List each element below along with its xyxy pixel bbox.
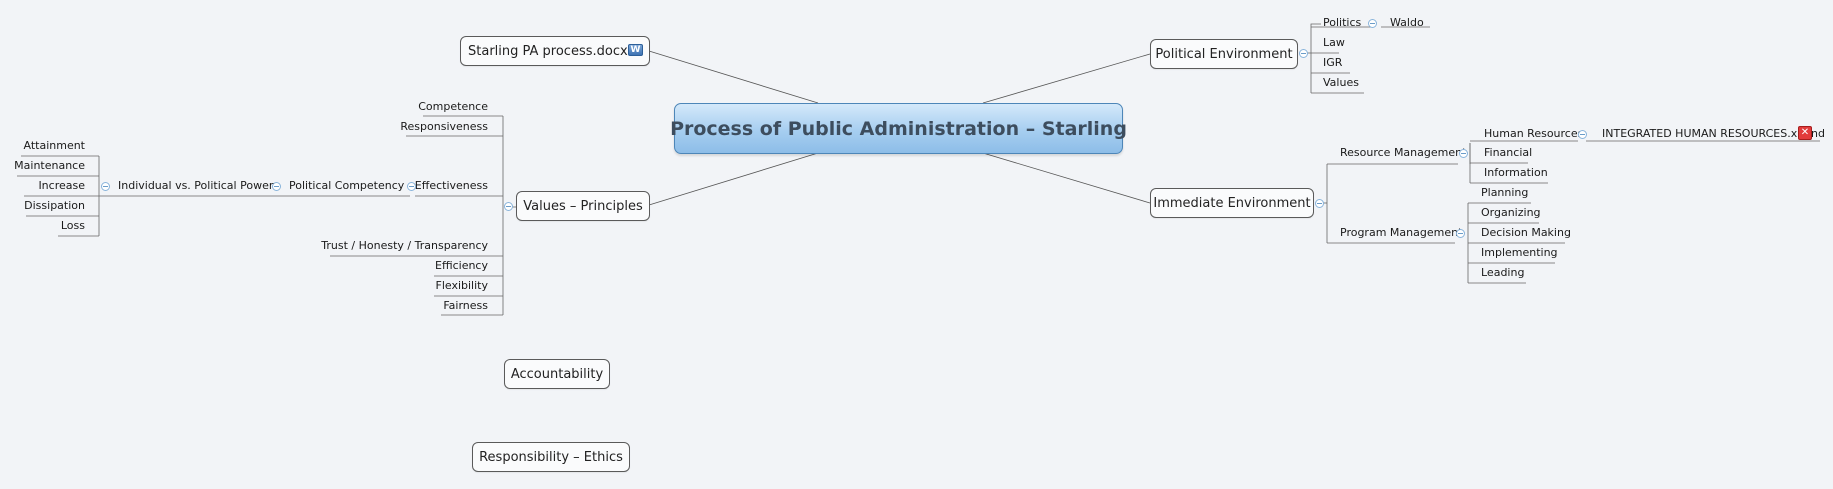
doc-link-label: Starling PA process.docx [468, 43, 628, 59]
topic-loss[interactable]: Loss [60, 219, 85, 232]
collapse-program-management-icon[interactable] [1456, 229, 1465, 238]
values-principles-label: Values – Principles [523, 198, 643, 214]
collapse-politics-icon[interactable] [1368, 19, 1377, 28]
topic-politics[interactable]: Politics [1323, 16, 1362, 29]
topic-values[interactable]: Values [1323, 76, 1359, 89]
immediate-environment-topic[interactable]: Immediate Environment [1150, 188, 1314, 218]
topic-leading[interactable]: Leading [1481, 266, 1525, 279]
topic-dissipation[interactable]: Dissipation [24, 199, 85, 212]
responsibility-ethics-topic[interactable]: Responsibility – Ethics [472, 442, 630, 472]
topic-decision-making[interactable]: Decision Making [1481, 226, 1571, 239]
collapse-human-resources-icon[interactable] [1578, 130, 1587, 139]
topic-effectiveness[interactable]: Effectiveness [414, 179, 488, 192]
topic-flexibility[interactable]: Flexibility [435, 279, 489, 292]
collapse-effectiveness-icon[interactable] [407, 182, 416, 191]
responsibility-ethics-label: Responsibility – Ethics [479, 449, 623, 465]
doc-link-topic[interactable]: Starling PA process.docx [460, 36, 650, 66]
central-topic-title: Process of Public Administration – Starl… [670, 117, 1127, 140]
topic-competence[interactable]: Competence [418, 100, 488, 113]
xmind-file-icon[interactable]: ✕ [1798, 126, 1812, 140]
collapse-political-competency-icon[interactable] [272, 182, 281, 191]
topic-program-management[interactable]: Program Management [1340, 226, 1463, 239]
topic-fairness[interactable]: Fairness [443, 299, 488, 312]
topic-trust[interactable]: Trust / Honesty / Transparency [321, 239, 488, 252]
topic-political-competency[interactable]: Political Competency [289, 179, 405, 192]
topic-human-resources[interactable]: Human Resources [1484, 127, 1584, 140]
topic-law[interactable]: Law [1323, 36, 1345, 49]
topic-waldo[interactable]: Waldo [1390, 16, 1424, 29]
topic-individual-vs-political[interactable]: Individual vs. Political Power [118, 179, 274, 192]
topic-responsiveness[interactable]: Responsiveness [400, 120, 488, 133]
topic-increase[interactable]: Increase [38, 179, 85, 192]
topic-efficiency[interactable]: Efficiency [435, 259, 488, 272]
topic-organizing[interactable]: Organizing [1481, 206, 1541, 219]
accountability-label: Accountability [510, 366, 604, 382]
collapse-resource-management-icon[interactable] [1459, 149, 1468, 158]
topic-implementing[interactable]: Implementing [1481, 246, 1558, 259]
topic-planning[interactable]: Planning [1481, 186, 1529, 199]
central-topic[interactable]: Process of Public Administration – Starl… [670, 103, 1127, 154]
word-document-icon[interactable]: W [628, 44, 643, 56]
collapse-individual-vs-political-icon[interactable] [101, 182, 110, 191]
collapse-immediate-icon[interactable] [1315, 199, 1324, 208]
topic-attainment[interactable]: Attainment [23, 139, 86, 152]
topic-financial[interactable]: Financial [1484, 146, 1533, 159]
topic-maintenance[interactable]: Maintenance [14, 159, 85, 172]
immediate-environment-label: Immediate Environment [1153, 195, 1311, 211]
political-environment-label: Political Environment [1155, 46, 1293, 62]
topic-igr[interactable]: IGR [1323, 56, 1343, 69]
values-principles-topic[interactable]: Values – Principles [516, 191, 650, 221]
political-environment-topic[interactable]: Political Environment [1150, 39, 1298, 69]
collapse-political-icon[interactable] [1299, 49, 1308, 58]
collapse-values-principles-icon[interactable] [504, 202, 513, 211]
accountability-topic[interactable]: Accountability [504, 359, 610, 389]
topic-xmind-file[interactable]: INTEGRATED HUMAN RESOURCES.xmind [1602, 127, 1825, 140]
topic-information[interactable]: Information [1484, 166, 1548, 179]
topic-resource-management[interactable]: Resource Management [1340, 146, 1467, 159]
